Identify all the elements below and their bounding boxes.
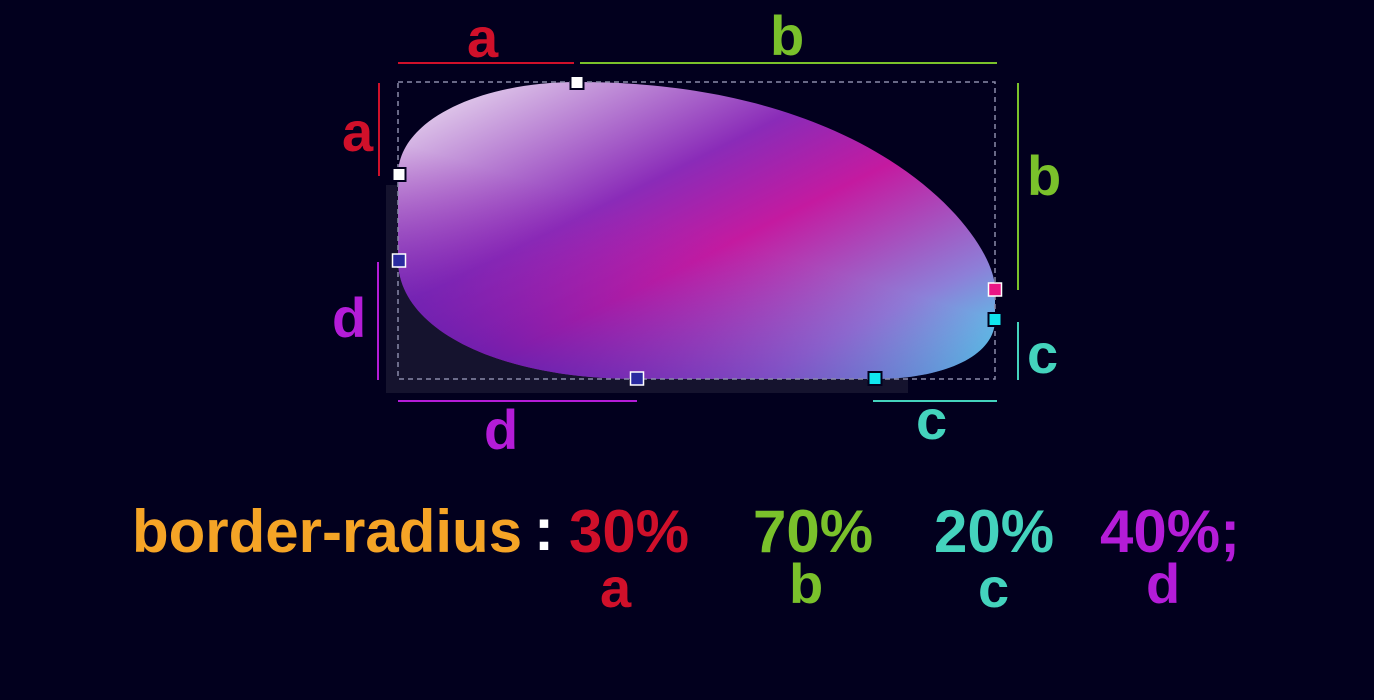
value-b-letter: b: [789, 552, 824, 615]
property-name: border-radius: [132, 498, 523, 565]
label-left-d: d: [332, 286, 367, 349]
border-radius-diagram: a b a b d c d c: [332, 4, 1062, 461]
value-b: 70%: [753, 498, 874, 565]
handle-left-a[interactable]: [391, 167, 407, 182]
label-right-c: c: [1027, 322, 1059, 385]
value-c: 20%: [934, 498, 1055, 565]
colon: :: [534, 496, 554, 563]
label-right-b: b: [1027, 144, 1062, 207]
rounded-shape-shade: [398, 82, 996, 379]
label-bottom-d: d: [484, 398, 519, 461]
handle-right-c[interactable]: [987, 312, 1003, 327]
handle-top-a[interactable]: [569, 75, 585, 90]
handle-left-d[interactable]: [391, 253, 407, 268]
handle-right-b[interactable]: [987, 282, 1003, 297]
bounding-box: [397, 81, 996, 380]
label-bottom-c: c: [916, 388, 948, 451]
value-c-letter: c: [978, 556, 1010, 619]
label-top-a: a: [467, 6, 499, 69]
value-a-letter: a: [600, 556, 632, 619]
value-d-letter: d: [1146, 552, 1181, 615]
handle-bottom-d[interactable]: [629, 371, 645, 386]
label-top-b: b: [770, 4, 805, 67]
value-d: 40%;: [1100, 498, 1241, 565]
handle-bottom-c[interactable]: [867, 371, 883, 386]
diagram-canvas: [377, 62, 1019, 402]
label-left-a: a: [342, 100, 374, 163]
value-a: 30%: [569, 498, 690, 565]
